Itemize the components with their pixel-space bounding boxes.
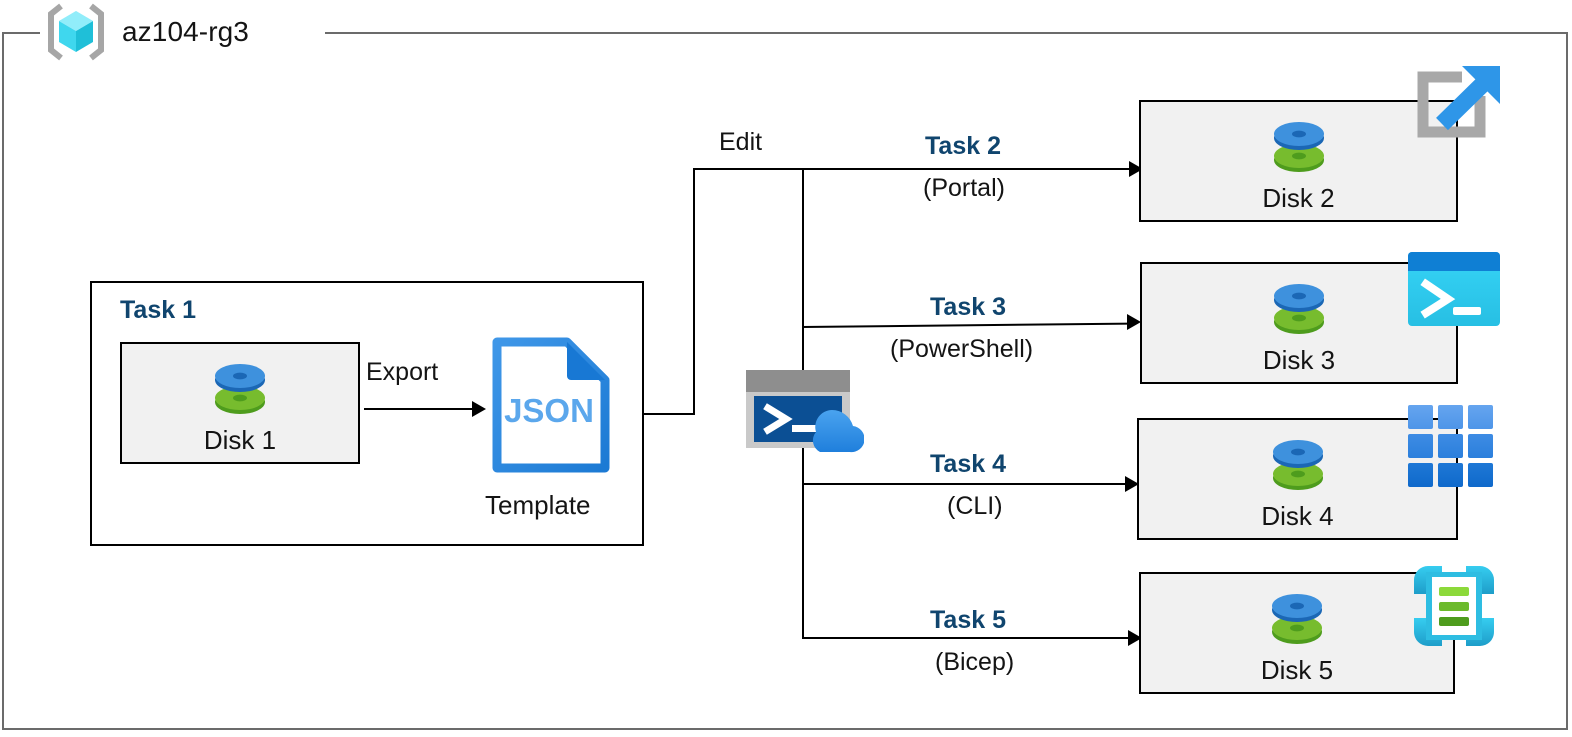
- disk3-label: Disk 3: [1262, 344, 1336, 375]
- disk5-content: Disk 5: [1141, 588, 1453, 684]
- disk3-content: Disk 3: [1142, 278, 1456, 374]
- managed-disk-icon: [1269, 434, 1327, 501]
- disk1-box[interactable]: Disk 1: [120, 342, 360, 464]
- edit-label: Edit: [719, 128, 763, 156]
- task2-method-label: (Portal): [923, 174, 1005, 202]
- disk2-box[interactable]: Disk 2: [1139, 100, 1458, 222]
- resource-group-cube-icon: [44, 3, 108, 61]
- task5-method-label: (Bicep): [935, 648, 1015, 676]
- edit-segment-horizontal-upper: [693, 168, 1155, 170]
- edit-segment-horizontal-lower: [644, 413, 695, 415]
- export-arrow-line: [364, 408, 474, 410]
- task4-arrowhead: [1125, 476, 1139, 492]
- managed-disk-icon: [1270, 278, 1328, 345]
- disk1-label: Disk 1: [203, 424, 277, 455]
- svg-text:JSON: JSON: [504, 392, 594, 429]
- managed-disk-icon: [211, 358, 269, 425]
- azure-cli-icon: [1406, 403, 1496, 494]
- managed-disk-icon: [1270, 116, 1328, 183]
- disk2-content: Disk 2: [1141, 116, 1456, 212]
- task1-heading: Task 1: [120, 296, 196, 324]
- disk4-label: Disk 4: [1261, 500, 1334, 531]
- cloud-shell-icon: [744, 366, 865, 461]
- resource-group-frame: [2, 32, 1568, 730]
- disk2-label: Disk 2: [1262, 182, 1335, 213]
- resource-group-name: az104-rg3: [122, 16, 249, 47]
- task3-label: Task 3: [930, 293, 1006, 321]
- task5-arrowhead: [1128, 630, 1142, 646]
- task4-label: Task 4: [930, 450, 1006, 478]
- export-arrowhead: [472, 401, 486, 417]
- export-label: Export: [366, 358, 439, 386]
- disk5-box[interactable]: Disk 5: [1139, 572, 1455, 694]
- task4-arrow-line: [802, 483, 1127, 485]
- resource-group-header: az104-rg3: [44, 3, 259, 61]
- disk4-content: Disk 4: [1139, 434, 1456, 530]
- disk4-box[interactable]: Disk 4: [1137, 418, 1458, 540]
- disk1-content: Disk 1: [122, 358, 358, 454]
- azure-portal-icon: [1408, 60, 1508, 165]
- task5-arrow-line: [802, 637, 1130, 639]
- edit-segment-vertical: [693, 168, 695, 415]
- bicep-icon: [1408, 560, 1500, 657]
- disk5-label: Disk 5: [1260, 654, 1334, 685]
- task2-label: Task 2: [925, 132, 1001, 160]
- task4-method-label: (CLI): [947, 492, 1003, 520]
- disk3-box[interactable]: Disk 3: [1140, 262, 1458, 384]
- powershell-icon: [1406, 250, 1502, 333]
- task3-arrowhead: [1127, 314, 1141, 330]
- template-label: Template: [485, 490, 591, 520]
- managed-disk-icon: [1268, 588, 1326, 655]
- json-file-icon: JSON: [489, 334, 613, 481]
- task5-label: Task 5: [930, 606, 1006, 634]
- task3-method-label: (PowerShell): [890, 335, 1034, 363]
